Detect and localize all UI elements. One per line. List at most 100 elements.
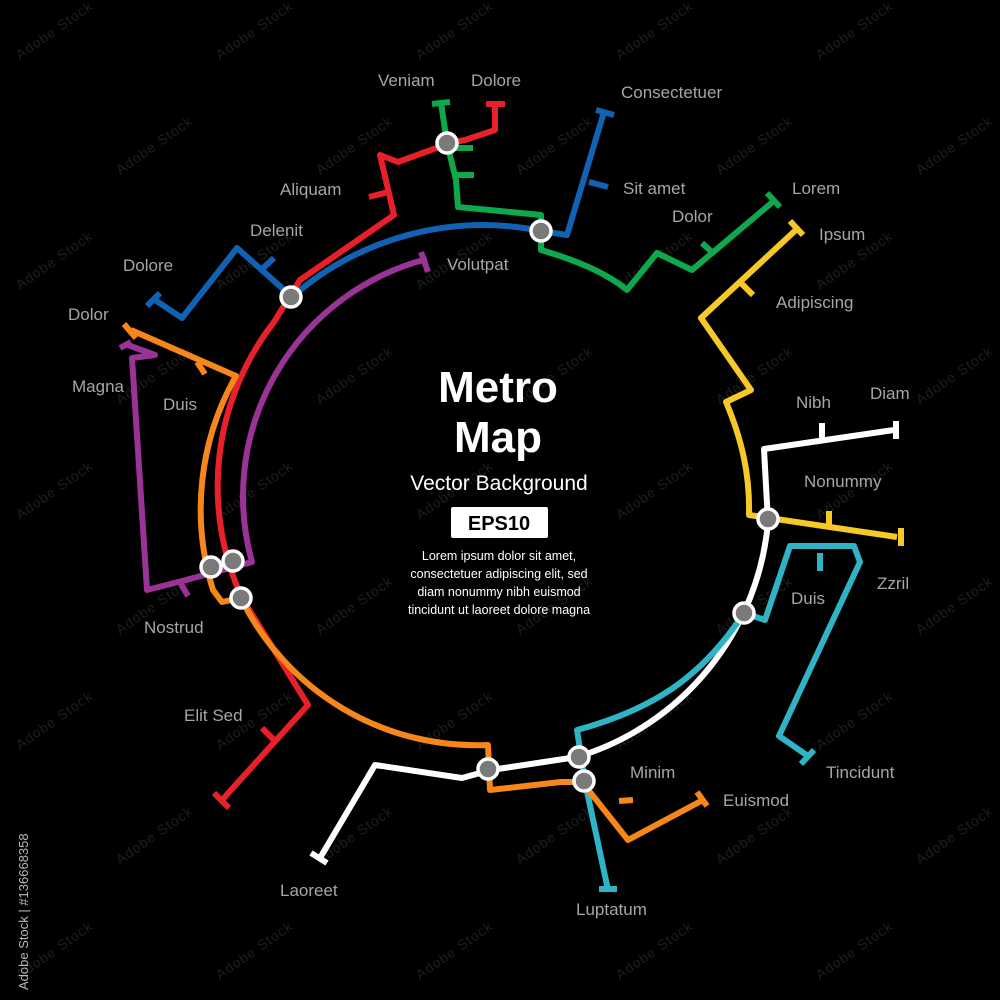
watermark-text: Adobe Stock [313,343,396,408]
red-tick-aliquam [368,189,389,200]
title-map: Map [454,413,542,462]
interchange-station[interactable] [229,586,253,610]
yellow-line-route [698,225,898,540]
watermark-text: Adobe Stock [913,113,996,178]
orange-terminus-euismod [694,790,710,808]
station-label-euismod[interactable]: Euismod [723,791,789,810]
station-label-dolor-left[interactable]: Dolor [68,305,109,324]
station-label-aliquam[interactable]: Aliquam [280,180,341,199]
watermark-text: Adobe Stock [313,573,396,638]
interchange-station[interactable] [221,549,245,573]
station-label-luptatum[interactable]: Luptatum [576,900,647,919]
watermark-text: Adobe Stock [13,688,96,753]
red-tick-elit-sed [259,725,277,743]
interchange-station[interactable] [199,555,223,579]
watermark-text: Adobe Stock [713,803,796,868]
station-label-elit-sed[interactable]: Elit Sed [184,706,243,725]
station-label-sit-amet[interactable]: Sit amet [623,179,686,198]
station-label-dolore-left[interactable]: Dolore [123,256,173,275]
watermark-text: Adobe Stock [213,458,296,523]
station-label-nostrud[interactable]: Nostrud [144,618,204,637]
station-label-nibh[interactable]: Nibh [796,393,831,412]
orange-tick-duis [194,360,208,376]
orange-tick-minim [618,797,634,804]
purple-line [118,251,431,598]
title-metro: Metro [438,363,558,412]
station-label-volutpat[interactable]: Volutpat [447,255,509,274]
station-label-dolore-top[interactable]: Dolore [471,71,521,90]
station-label-laoreet[interactable]: Laoreet [280,881,338,900]
watermark-text: Adobe Stock [13,0,96,62]
station-label-duis-right[interactable]: Duis [791,589,825,608]
eps-badge-label: EPS10 [468,513,530,535]
white-terminus-laoreet [309,850,329,866]
watermark-text: Adobe Stock [613,918,696,983]
watermark-text: Adobe Stock [613,0,696,62]
interchange-station[interactable] [567,745,591,769]
green-tick-dolor [699,240,717,257]
station-label-dolor-right[interactable]: Dolor [672,207,713,226]
orange-line-route [129,327,705,843]
green-terminus-veniam [431,99,451,107]
station-label-lorem[interactable]: Lorem [792,179,840,198]
station-label-minim[interactable]: Minim [630,763,675,782]
station-label-adipiscing[interactable]: Adipiscing [776,293,854,312]
center-block: Metro Map Vector Background EPS10 Lorem … [408,363,590,617]
station-label-veniam[interactable]: Veniam [378,71,435,90]
watermark-text: Adobe Stock [213,0,296,62]
interchange-station[interactable] [279,285,303,309]
watermark-text: Adobe Stock [113,113,196,178]
station-label-magna[interactable]: Magna [72,377,125,396]
station-label-tincidunt[interactable]: Tincidunt [826,763,895,782]
eps-badge [451,507,548,538]
watermark-text: Adobe Stock [13,228,96,293]
green-terminus-lorem [764,190,783,210]
watermark-text: Adobe Stock [913,803,996,868]
watermark-text: Adobe Stock [113,803,196,868]
station-label-diam[interactable]: Diam [870,384,910,403]
watermark-text: Adobe Stock [913,343,996,408]
watermark-text: Adobe Stock [913,573,996,638]
station-label-duis-left[interactable]: Duis [163,395,197,414]
stock-id: Adobe Stock | #136668358 [16,833,31,990]
station-label-ipsum[interactable]: Ipsum [819,225,865,244]
watermark-text: Adobe Stock [813,0,896,62]
station-label-consectetuer[interactable]: Consectetuer [621,83,722,102]
watermark-text: Adobe Stock [413,0,496,62]
watermark-text: Adobe Stock [13,458,96,523]
station-label-zzril[interactable]: Zzril [877,574,909,593]
interchange-station[interactable] [529,219,553,243]
cyan-line-route [574,543,863,891]
watermark-text: Adobe Stock [813,688,896,753]
yellow-terminus-ipsum [787,218,806,238]
green-line-route [438,102,777,293]
cyan-terminus-tincidunt [798,747,817,767]
body-line-3: diam nonummy nibh euismod [417,585,580,599]
interchange-station[interactable] [572,769,596,793]
interchanges [199,131,780,793]
interchange-station[interactable] [732,601,756,625]
blue-tick-delenit [259,255,277,272]
purple-terminus-magna [118,339,133,351]
subtitle: Vector Background [410,472,587,495]
interchange-station[interactable] [476,757,500,781]
body-line-2: consectetuer adipiscing elit, sed [410,567,587,581]
body-line-1: Lorem ipsum dolor sit amet, [422,549,576,563]
body-line-4: tincidunt ut laoreet dolore magna [408,603,590,617]
watermark-text: Adobe Stock [413,918,496,983]
red-terminus-elit-sed [211,790,232,811]
station-label-nonummy[interactable]: Nonummy [804,472,882,491]
watermark-text: Adobe Stock [713,113,796,178]
interchange-station[interactable] [756,507,780,531]
watermark-text: Adobe Stock [513,113,596,178]
purple-line-route [126,256,428,593]
station-label-delenit[interactable]: Delenit [250,221,303,240]
cyan-line [574,543,863,892]
watermark-text: Adobe Stock [313,803,396,868]
yellow-line [698,218,904,546]
white-line-route [317,427,895,860]
blue-tick-sit-amet [588,179,609,190]
orange-terminus-dolor [121,322,139,340]
interchange-station[interactable] [435,131,459,155]
